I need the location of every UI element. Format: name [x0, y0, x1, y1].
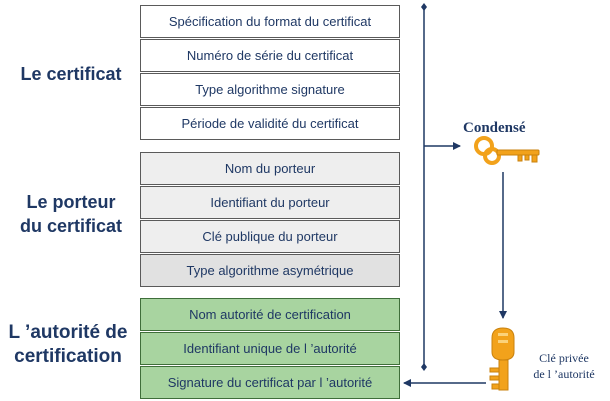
section-label-autorite-line2: certification — [14, 346, 122, 367]
section-label-porteur-line1: Le porteur — [26, 192, 116, 212]
field-format-spec: Spécification du format du certificat — [140, 5, 400, 38]
section-label-autorite: L ’autorité de certification — [0, 321, 136, 369]
section-label-certificat: Le certificat — [20, 64, 122, 84]
private-key-label: Clé privée de l ’autorité — [516, 350, 610, 382]
condense-label: Condensé — [463, 120, 526, 136]
field-authority-name: Nom autorité de certification — [140, 298, 400, 331]
key-icon-private — [489, 327, 515, 391]
section-label-autorite-line1: L ’autorité de — [8, 322, 128, 343]
field-holder-id: Identifiant du porteur — [140, 186, 400, 219]
private-key-label-line2: de l ’autorité — [533, 367, 595, 381]
field-signature-algo: Type algorithme signature — [140, 73, 400, 106]
key-icon-condense — [474, 136, 540, 165]
section-label-porteur: Le porteur du certificat — [8, 190, 134, 238]
field-serial-number: Numéro de série du certificat — [140, 39, 400, 72]
field-validity-period: Période de validité du certificat — [140, 107, 400, 140]
field-asymmetric-algo: Type algorithme asymétrique — [140, 254, 400, 287]
field-authority-signature: Signature du certificat par l ’autorité — [140, 366, 400, 399]
field-holder-public-key: Clé publique du porteur — [140, 220, 400, 253]
bracket-top-diamond — [421, 3, 427, 11]
private-key-label-line1: Clé privée — [539, 351, 589, 365]
field-authority-id: Identifiant unique de l ’autorité — [140, 332, 400, 365]
field-holder-name: Nom du porteur — [140, 152, 400, 185]
bracket-bottom-diamond — [421, 363, 427, 371]
section-label-porteur-line2: du certificat — [19, 216, 123, 236]
bracket-line — [421, 3, 427, 371]
